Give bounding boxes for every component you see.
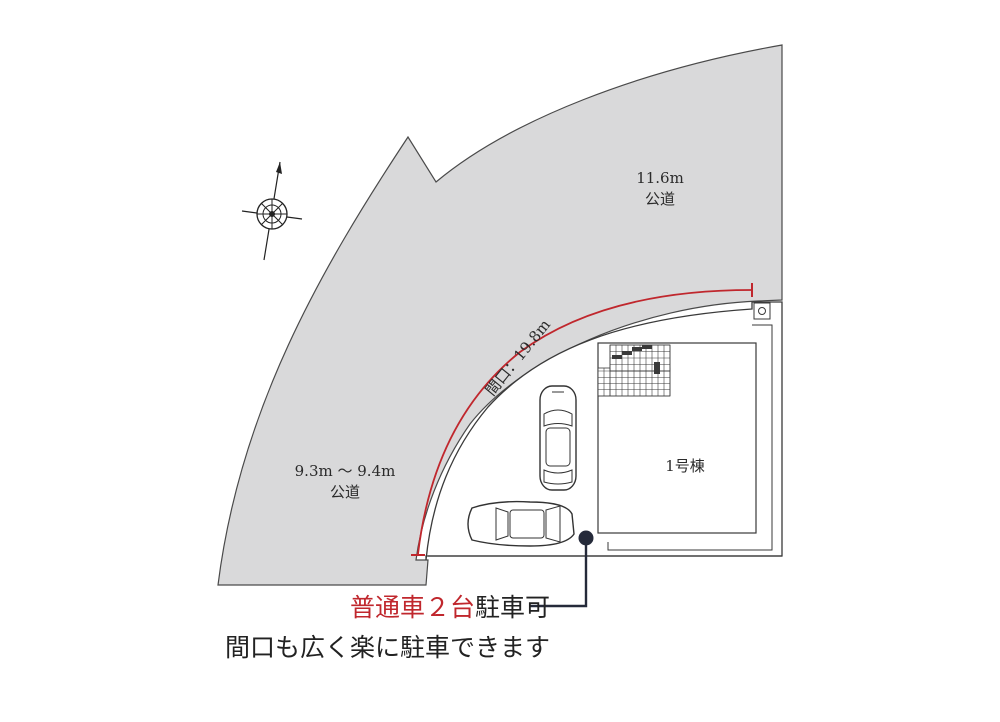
public-road-area xyxy=(217,44,783,586)
car-top-view-icon xyxy=(467,500,575,547)
entrance-stairs-grid xyxy=(597,344,671,397)
utility-box xyxy=(753,302,771,320)
building-label: 1号棟 xyxy=(665,457,705,475)
west-road-type: 公道 xyxy=(329,483,360,501)
north-road-type: 公道 xyxy=(644,190,675,208)
stair-arrow xyxy=(612,345,660,374)
frontage-dimension-line xyxy=(417,289,753,555)
west-road-label: 9.3m 〜 9.4m 公道 xyxy=(270,461,420,503)
parking-marker-dot xyxy=(578,530,594,546)
parking-caption: 普通車２台駐車可 間口も広く楽に駐車できます xyxy=(140,588,550,668)
caption-rest: 駐車可 xyxy=(474,593,550,622)
building-footprint xyxy=(597,342,757,534)
caption-line-1: 普通車２台駐車可 xyxy=(140,588,550,628)
north-road-width: 11.6m xyxy=(636,169,684,187)
north-arrow-compass-icon xyxy=(241,161,303,261)
caption-line-2: 間口も広く楽に駐車できます xyxy=(224,633,550,662)
boundary-wall xyxy=(607,324,773,551)
leader-line xyxy=(530,540,588,608)
north-road-label: 11.6m 公道 xyxy=(605,168,715,210)
west-road-width: 9.3m 〜 9.4m xyxy=(294,462,396,480)
car-top-view-icon xyxy=(539,385,577,491)
caption-highlight: 普通車２台 xyxy=(349,593,475,622)
